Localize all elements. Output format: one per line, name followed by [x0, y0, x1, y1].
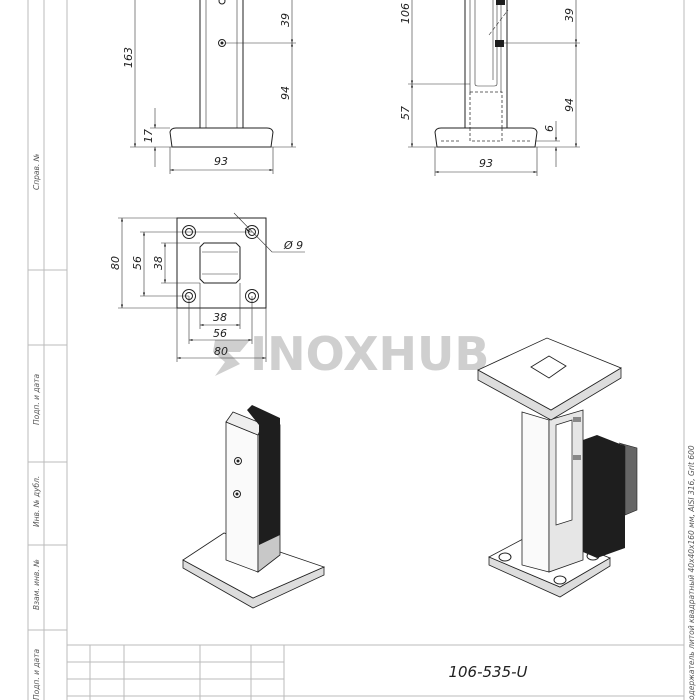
label-podp-data-1: Подп. и дата: [32, 374, 41, 425]
dim-post-vertical: 38: [152, 256, 165, 270]
dim-base-width: 93: [479, 157, 493, 170]
dim-holes-vertical: 56: [131, 256, 144, 270]
dim-outer-vertical: 80: [109, 256, 122, 270]
dim-hole-spacing: 39: [563, 8, 576, 22]
dim-post-horizontal: 38: [213, 311, 227, 324]
spacer-pad: [618, 442, 638, 516]
mounting-holes: [182, 225, 259, 303]
plan-view: 80 56 38 38 56 80 Ø 9: [109, 212, 305, 362]
isometric-exploded-view: [477, 337, 638, 598]
dim-hole-height: 94: [563, 98, 576, 112]
watermark-text: INOXHUB: [250, 327, 489, 381]
label-podp-data-2: Подп. и дата: [32, 649, 41, 700]
dim-hole-spacing: 39: [279, 13, 292, 27]
label-inv-dubl: Инв. № дубл.: [32, 476, 41, 527]
dim-outer-horizontal: 80: [214, 345, 228, 358]
side-labels: Справ. № Подп. и дата Инв. № дубл. Взам.…: [32, 153, 41, 700]
front-view: 163 17 39 94 93: [122, 0, 296, 174]
dim-height: 163: [122, 47, 135, 68]
glass-gasket: [583, 435, 625, 558]
dim-holes-horizontal: 56: [213, 327, 227, 340]
sheet-frame: [27, 0, 685, 700]
dim-slot-depth: 106: [399, 3, 412, 24]
dim-hole-diameter: Ø 9: [283, 239, 303, 252]
dim-post-height: 57: [399, 106, 412, 120]
dim-base-width: 93: [214, 155, 228, 168]
drawing-code: 106-535-U: [448, 663, 527, 681]
dim-recess: 6: [543, 125, 556, 132]
dim-hole-height: 94: [279, 86, 292, 100]
isometric-assembled-view: [182, 405, 326, 609]
title-block: 106-535-U: [67, 644, 684, 700]
side-view: 106 57 39 94 6 93: [399, 0, 580, 176]
inoxhub-watermark: INOXHUB: [213, 327, 489, 381]
glass-gasket: [247, 405, 280, 545]
bolt-hole-icon: [218, 0, 226, 5]
label-vzam-inv: Взам. инв. №: [32, 559, 41, 610]
label-sprav: Справ. №: [32, 153, 41, 190]
part-description: одержатель литой квадратный 40х40х160 мм…: [687, 445, 696, 700]
dim-base-thickness: 17: [142, 129, 155, 143]
